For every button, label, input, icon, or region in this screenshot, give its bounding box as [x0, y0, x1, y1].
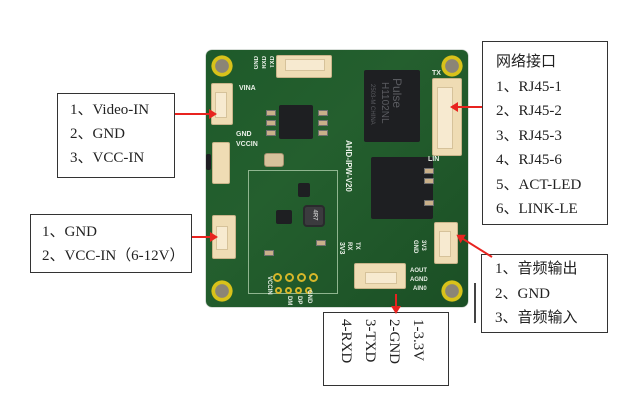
network-connector	[432, 78, 462, 156]
sot-chip	[298, 183, 310, 197]
power-arrow	[192, 232, 218, 242]
network-pin-6: 6、LINK-LE	[496, 201, 578, 217]
pad	[305, 287, 312, 294]
uart-connector	[354, 263, 406, 289]
network-pin-1: 1、RJ45-1	[496, 78, 562, 95]
uart-pin-1: 1-3.3V	[410, 319, 426, 362]
smd-part	[424, 200, 434, 206]
transformer-model: H1102NL	[379, 82, 390, 124]
silk-vina: VINA	[239, 85, 256, 92]
video-in-pin-3: 3、VCC-IN	[70, 150, 145, 166]
smd-part	[266, 120, 276, 126]
pad	[297, 273, 306, 282]
mounting-hole-bottom-right	[441, 280, 463, 302]
silk-tx: TX	[432, 70, 441, 77]
smd-part	[424, 178, 434, 184]
audio-pin-3: 3、音频输入	[495, 310, 578, 326]
silk-ain0: AIN0	[413, 286, 427, 292]
uart-callout: 1-3.3V 2-GND 3-TXD 4-RXD	[323, 312, 449, 386]
silk-gnd-left: GND	[236, 131, 252, 138]
silk-tx-bottom: TX	[354, 242, 360, 250]
pad	[295, 287, 302, 294]
silk-uart-pins: GND	[254, 56, 260, 69]
smd-part	[318, 130, 328, 136]
video-in-pin-2: 2、GND	[70, 126, 125, 142]
uart-top-connector	[276, 55, 332, 78]
pad	[275, 287, 282, 294]
silk-agnd: AGND	[410, 277, 428, 283]
video-in-pin-1: 1、Video-IN	[70, 102, 150, 118]
audio-callout: 1、音频输出 2、GND 3、音频输入	[481, 254, 608, 333]
silk-gnd: GND	[254, 56, 260, 70]
audio-divider	[474, 283, 476, 323]
pcb-board: GND RXD TXD VINA GND VCCIN Pulse H1102NL…	[206, 50, 468, 307]
switch-lever	[206, 154, 211, 170]
slide-switch	[212, 142, 230, 184]
power-callout: 1、GND 2、VCC-IN（6-12V）	[30, 214, 192, 273]
inductor: 4R7	[303, 205, 325, 227]
power-pin-1: 1、GND	[42, 224, 97, 240]
pulse-transformer: Pulse H1102NL 2503-M CHINA	[364, 70, 420, 142]
uart-pin-2: 2-GND	[386, 319, 402, 364]
pad	[285, 287, 292, 294]
uart-pin-3: 3-TXD	[362, 319, 378, 363]
silk-vccin: VCCIN	[236, 141, 258, 148]
regulator-chip	[276, 210, 292, 224]
silk-gnd-bottom: GND	[306, 290, 312, 304]
mounting-hole-top-left	[211, 55, 233, 77]
smd-part	[318, 120, 328, 126]
smd-part	[266, 130, 276, 136]
smd-part	[264, 250, 274, 256]
silk-vccin-bottom: VCCIN	[266, 276, 272, 295]
audio-connector	[434, 222, 458, 264]
network-callout: 网络接口 1、RJ45-1 2、RJ45-2 3、RJ45-3 4、RJ45-6…	[482, 41, 608, 225]
silk-txd: TXD	[270, 56, 276, 68]
soc-chip	[371, 157, 433, 219]
video-in-callout: 1、Video-IN 2、GND 3、VCC-IN	[57, 93, 175, 178]
transformer-sub: 2503-M CHINA	[369, 84, 375, 125]
smd-part	[316, 240, 326, 246]
power-section-outline	[248, 170, 338, 294]
network-title: 网络接口	[496, 54, 557, 70]
silk-3v3: 3V3	[338, 242, 345, 255]
audio-pin-2: 2、GND	[495, 285, 550, 302]
mounting-hole-bottom-left	[211, 280, 233, 302]
silk-dm: DM	[286, 296, 292, 306]
silk-rxd-label: RXD	[262, 56, 268, 69]
uart-pin-4: 4-RXD	[338, 319, 354, 364]
smd-part	[424, 168, 434, 174]
video-in-arrow	[175, 109, 217, 119]
silk-lin: LIN	[428, 156, 440, 163]
network-pin-2: 2、RJ45-2	[496, 103, 562, 119]
network-pin-4: 4、RJ45-6	[496, 152, 562, 168]
pad	[309, 273, 318, 282]
qfn-chip	[279, 105, 313, 139]
smd-part	[318, 110, 328, 116]
silk-rx-bottom: RX	[346, 242, 352, 251]
silk-aout: AOUT	[410, 268, 427, 274]
network-arrow	[452, 106, 482, 108]
inductor-label: 4R7	[311, 209, 318, 221]
pad	[273, 273, 282, 282]
board-label: AHD-IPW-V20	[344, 140, 353, 192]
mounting-hole-top-right	[441, 55, 463, 77]
network-pin-5: 5、ACT-LED	[496, 176, 582, 193]
network-pin-3: 3、RJ45-3	[496, 127, 562, 144]
silk-3v3-uart: 3V3	[420, 240, 426, 251]
uart-arrow	[395, 294, 397, 312]
silk-rxd: RXD	[262, 56, 268, 69]
power-pin-2: 2、VCC-IN（6-12V）	[42, 248, 185, 264]
smd-part	[266, 110, 276, 116]
silk-gnd-uart: GND	[412, 240, 418, 254]
crystal	[264, 153, 284, 167]
silk-txd-label: TXD	[270, 56, 276, 68]
audio-pin-1: 1、音频输出	[495, 261, 578, 277]
pad	[285, 273, 294, 282]
transformer-brand: Pulse	[390, 78, 404, 109]
silk-dp: DP	[296, 296, 302, 305]
